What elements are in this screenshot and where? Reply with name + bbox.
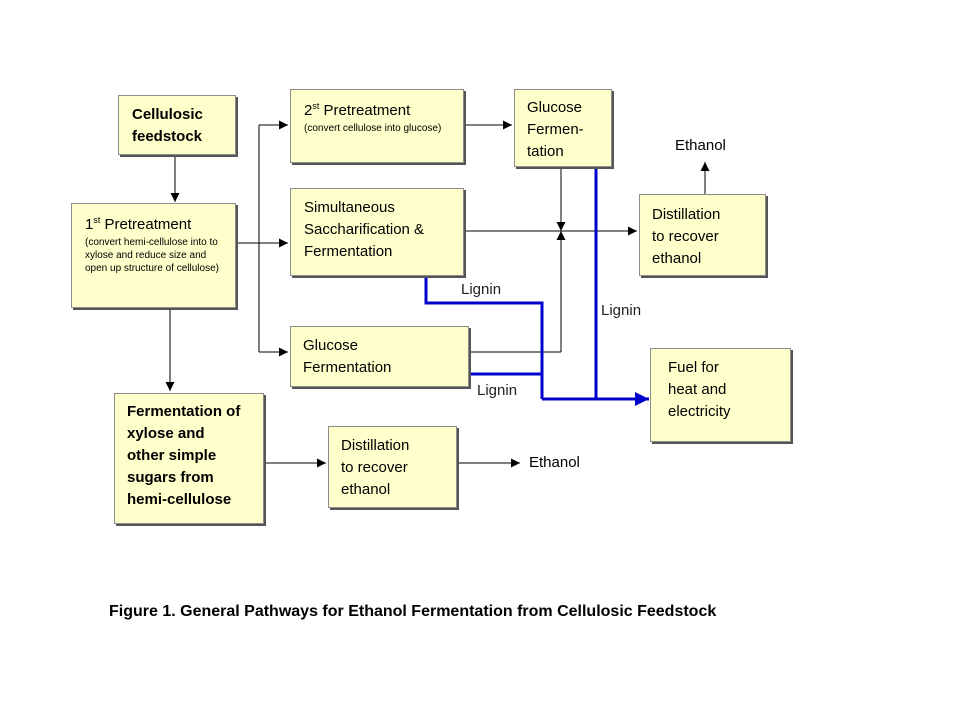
- label-lignin-glucose-mid: Lignin: [477, 382, 518, 399]
- label-ethanol-top: Ethanol: [675, 137, 726, 154]
- box-distillation-right: Distillation to recover ethanol: [639, 194, 766, 276]
- label-lignin-glucose-top: Lignin: [601, 302, 642, 319]
- lignin-line-ssf: [424, 276, 544, 399]
- box-second-pretreatment: 2st Pretreatment (convert cellulose into…: [290, 89, 464, 163]
- figure-caption: Figure 1. General Pathways for Ethanol F…: [109, 603, 717, 620]
- box-distillation-bottom: Distillation to recover ethanol: [328, 426, 457, 508]
- box-first-pretreatment: 1st Pretreatment (convert hemi-cellulose…: [71, 203, 236, 308]
- box-glucose-fermentation-top: Glucose Fermen- tation: [514, 89, 612, 167]
- label-lignin-ssf: Lignin: [461, 281, 502, 298]
- box-cellulosic-feedstock: Cellulosic feedstock: [118, 95, 236, 155]
- box-xylose-fermentation: Fermentation of xylose and other simple …: [114, 393, 264, 524]
- box-fuel-heat-electricity: Fuel for heat and electricity: [650, 348, 791, 442]
- box-ssf: Simultaneous Saccharification & Fermenta…: [290, 188, 464, 276]
- box-glucose-fermentation-mid: Glucose Fermentation: [290, 326, 469, 387]
- label-ethanol-bottom: Ethanol: [529, 454, 580, 471]
